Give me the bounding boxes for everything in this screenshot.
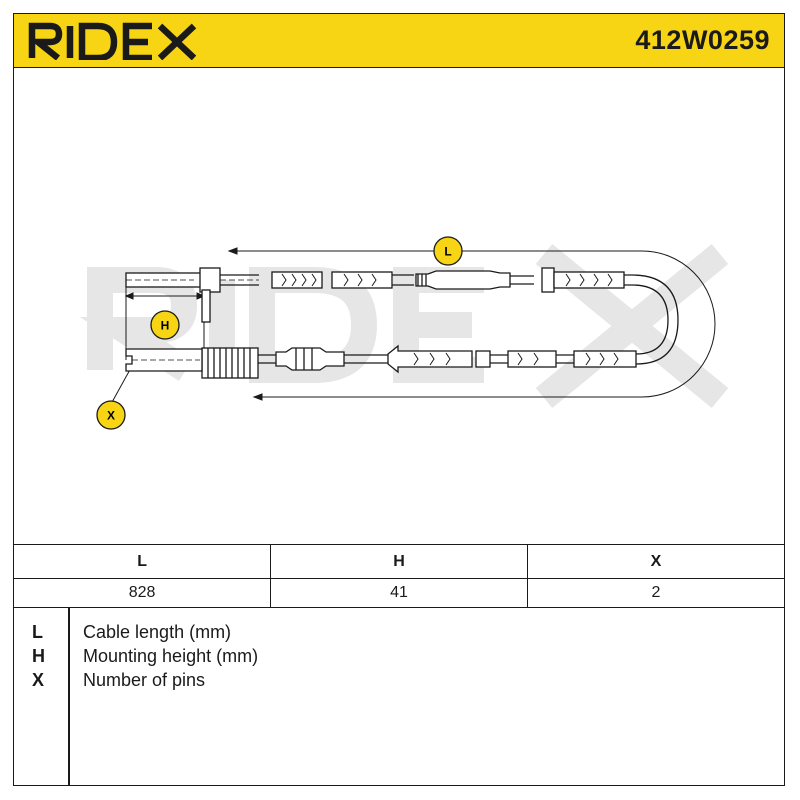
legend-code: X	[32, 670, 45, 690]
dimensions-table: L H X 828 41 2	[14, 544, 784, 608]
dimensions-header-row: L H X	[14, 545, 784, 579]
header-height: H	[270, 545, 528, 579]
header-pins: X	[526, 545, 784, 579]
pins-callout-label: X	[107, 409, 115, 423]
dimensions-value-row: 828 41 2	[14, 578, 784, 607]
legend-code: L	[32, 622, 43, 642]
length-callout-badge: L	[433, 236, 463, 266]
header-bar: 412W0259	[14, 14, 784, 68]
legend: L Cable length (mm) H Mounting height (m…	[14, 608, 784, 785]
value-length: 828	[128, 584, 156, 601]
length-callout-label: L	[444, 245, 451, 259]
datasheet-frame: 412W0259	[13, 13, 785, 786]
height-callout-badge: H	[150, 310, 180, 340]
legend-description: Number of pins	[83, 670, 206, 690]
sensor-head	[125, 267, 221, 323]
legend-divider	[68, 608, 70, 785]
length-dimension	[227, 247, 716, 401]
legend-code: H	[32, 646, 45, 666]
value-pins: 2	[526, 578, 784, 607]
legend-description: Mounting height (mm)	[83, 646, 259, 666]
upper-cable	[220, 267, 679, 365]
part-number: 412W0259	[635, 25, 770, 55]
technical-drawing: L H X	[14, 68, 784, 544]
header-length: L	[14, 545, 271, 579]
pins-callout-badge: X	[96, 400, 126, 430]
lower-cable	[125, 344, 637, 379]
height-callout-label: H	[161, 319, 170, 333]
pins-leader	[110, 365, 133, 405]
legend-description: Cable length (mm)	[83, 622, 232, 642]
value-height: 41	[270, 578, 528, 607]
ridex-logo	[28, 22, 197, 60]
